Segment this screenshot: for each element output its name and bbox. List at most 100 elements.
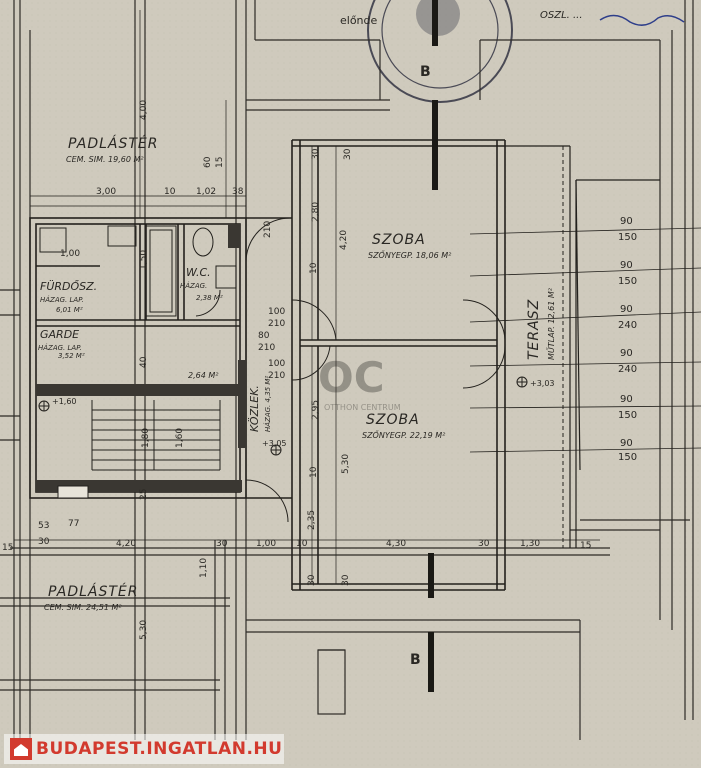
dim-210b: 210 <box>268 319 285 329</box>
dim-30a: 30 <box>311 148 321 160</box>
dim-100a: 100 <box>268 307 285 317</box>
dim-102: 1,02 <box>196 187 216 197</box>
padlaster-top-area: CEM. SIM. 19,60 M² <box>66 155 144 164</box>
dimension-texts: 3,00 10 1,02 38 1,00 4,20 2,80 4,00 60 1… <box>2 100 591 640</box>
dim-10a: 10 <box>164 187 176 197</box>
top-right-note: OSZL. ... <box>540 10 583 21</box>
house-icon <box>10 738 32 760</box>
window-0-w: 90 <box>620 216 633 227</box>
padlaster-bottom-area: CEM. SIM. 24,51 M² <box>44 603 122 612</box>
dim-10d: 10 <box>296 539 308 549</box>
wc-area: HÁZAG. <box>180 281 207 290</box>
wc-area2: 2,38 M² <box>196 294 223 302</box>
szoba-top-area: SZŐNYEGP. 18,06 M² <box>368 250 452 260</box>
dim-300: 3,00 <box>96 187 116 197</box>
top-elonde: előnde <box>340 14 378 27</box>
doors <box>195 217 506 523</box>
window-3-h: 240 <box>618 364 637 375</box>
dim-420v: 4,20 <box>339 230 349 250</box>
dim-53: 53 <box>38 521 49 531</box>
otthon-centrum-watermark: OC OTTHON CENTRUM <box>318 353 401 412</box>
wc-name: W.C. <box>186 266 211 279</box>
szoba-top-name: SZOBA <box>372 232 426 248</box>
section-mark-bottom: B <box>410 652 421 668</box>
level-b: +3,05 <box>262 439 287 448</box>
furdo-area: HÁZAG. LAP. <box>40 295 84 304</box>
dim-210a: 210 <box>263 221 273 238</box>
dim-530b: 5,30 <box>139 620 149 640</box>
dim-100-furdo: 1,00 <box>60 249 80 259</box>
dim-80: 80 <box>258 331 270 341</box>
garde-name: GARDE <box>40 328 79 341</box>
dim-38: 38 <box>232 187 244 197</box>
dim-235: 2,35 <box>307 510 317 530</box>
stairs <box>91 400 221 471</box>
level-a: +1,60 <box>52 397 77 406</box>
window-5-w: 90 <box>620 438 633 449</box>
window-leaders <box>469 227 701 453</box>
dim-30g: 30 <box>341 574 351 586</box>
dim-10b: 10 <box>309 262 319 274</box>
dim-160: 1,60 <box>175 428 185 448</box>
dim-15b: 15 <box>2 543 13 553</box>
dim-100c: 1,00 <box>256 539 276 549</box>
window-4-h: 150 <box>618 410 637 421</box>
dim-130: 1,30 <box>520 539 540 549</box>
dim-100b: 100 <box>268 359 285 369</box>
furdo-area2: 6,01 M² <box>56 306 83 314</box>
dim-60: 60 <box>203 156 213 168</box>
dim-30b: 30 <box>343 148 353 160</box>
watermark-text: BUDAPEST.INGATLAN.HU <box>36 739 283 759</box>
dim-295: 2,95 <box>311 400 321 420</box>
dim-280: 2,80 <box>311 202 321 222</box>
garde-area2: 3,52 M² <box>58 352 85 360</box>
garde-area: HÁZAG. LAP. <box>38 343 82 352</box>
dim-40: 40 <box>139 356 149 368</box>
window-0-h: 150 <box>618 232 637 243</box>
dim-400: 4,00 <box>139 100 149 120</box>
hatched-walls <box>36 224 246 499</box>
section-mark-top: B <box>420 64 431 80</box>
dim-30c: 30 <box>38 537 50 547</box>
stair-area: 2,64 M² <box>188 371 219 380</box>
szoba-bottom-area: SZŐNYEGP. 22,19 M² <box>362 430 446 440</box>
oc-text: OTTHON CENTRUM <box>324 403 401 412</box>
watermark-bar: BUDAPEST.INGATLAN.HU <box>4 734 284 764</box>
dimension-lines <box>14 10 600 584</box>
terasz-name: TERASZ <box>526 299 542 360</box>
padlaster-bottom-name: PADLÁSTÉR <box>48 583 139 600</box>
window-labels: 90 150 90 150 90 240 90 240 90 150 90 15… <box>618 216 637 463</box>
dim-15c: 15 <box>580 541 591 551</box>
window-2-h: 240 <box>618 320 637 331</box>
dim-10c: 10 <box>309 466 319 478</box>
dim-30e: 30 <box>478 539 490 549</box>
window-3-w: 90 <box>620 348 633 359</box>
dim-110: 1,10 <box>199 558 209 578</box>
dim-77: 77 <box>68 519 79 529</box>
dim-25: 25 <box>139 489 149 500</box>
dim-530: 5,30 <box>341 454 351 474</box>
fixtures <box>39 225 237 317</box>
terasz-area: MŰTLAP. 12,61 M² <box>546 287 556 360</box>
window-1-h: 150 <box>618 276 637 287</box>
oc-logo: OC <box>318 353 385 402</box>
dim-430: 4,30 <box>386 539 406 549</box>
dim-210d: 210 <box>268 371 285 381</box>
window-2-w: 90 <box>620 304 633 315</box>
padlaster-top-name: PADLÁSTÉR <box>68 135 159 152</box>
level-c: +3,03 <box>530 379 555 388</box>
dim-210c: 210 <box>258 343 275 353</box>
window-4-w: 90 <box>620 394 633 405</box>
window-1-w: 90 <box>620 260 633 271</box>
dim-15: 15 <box>215 157 225 168</box>
kozlek-area: HÁZAG. 4,35 M² <box>263 376 272 432</box>
dim-30d: 30 <box>216 539 228 549</box>
section-cuts <box>428 0 438 692</box>
signature <box>599 14 685 26</box>
dim-150: 1,50 <box>139 250 149 270</box>
level-markers: +1,60 +3,05 +3,03 <box>38 376 555 456</box>
dim-30f: 30 <box>307 574 317 586</box>
furdo-name: FÜRDŐSZ. <box>40 279 97 293</box>
dim-420h: 4,20 <box>116 539 136 549</box>
